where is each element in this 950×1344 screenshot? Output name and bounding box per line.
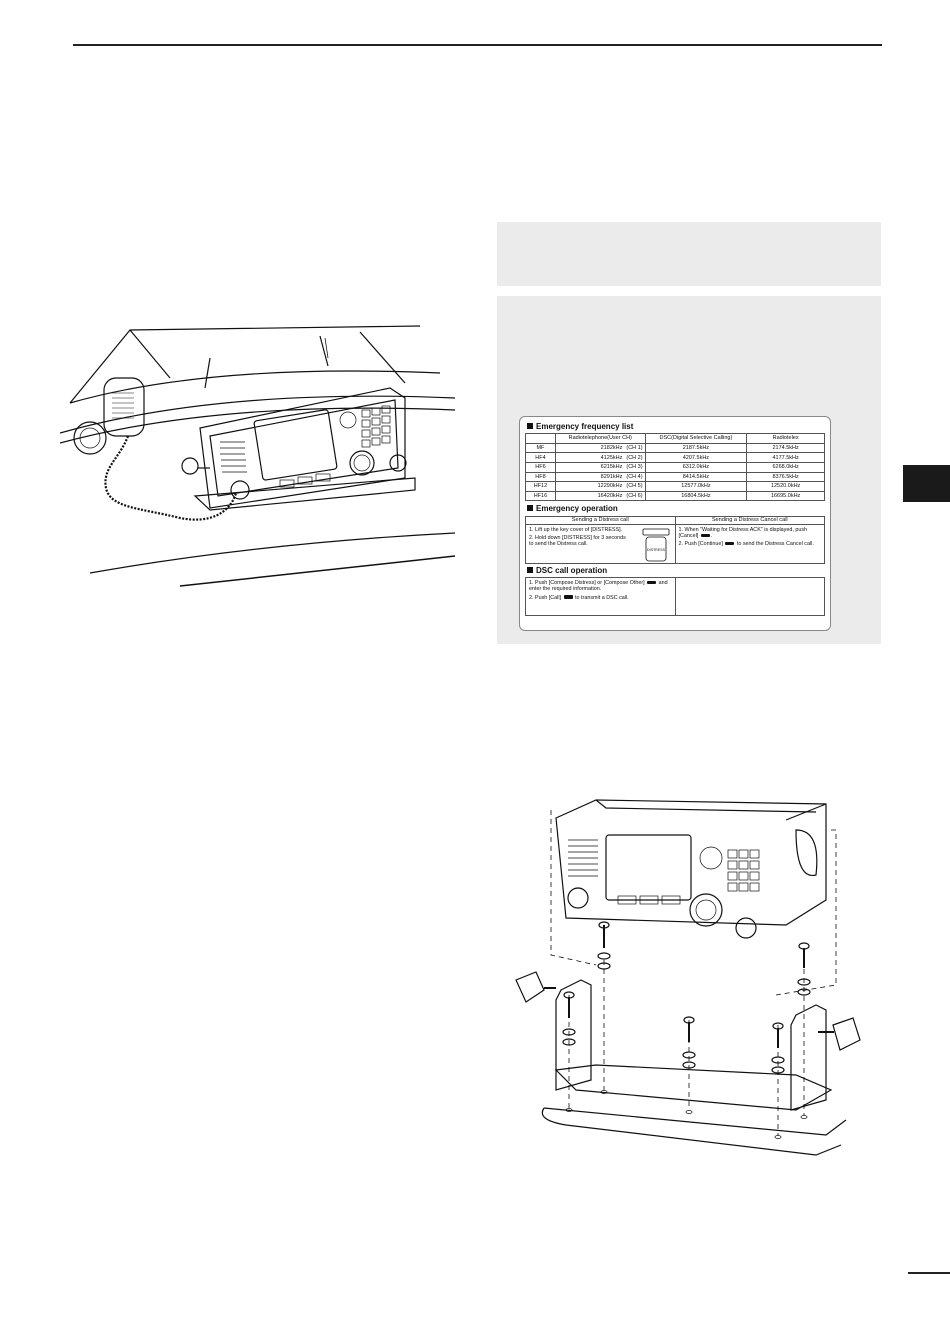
distress-key-icon: DISTRESS xyxy=(642,528,669,562)
radio-freq: 4125kHz xyxy=(600,454,623,461)
distress-call-column: Sending a Distress call 1. Lift up the k… xyxy=(526,517,675,563)
bullet-square-icon xyxy=(527,505,533,512)
column-header: DSC(Digital Selective Calling) xyxy=(644,433,748,444)
section-tab xyxy=(903,465,950,502)
telex-cell: 16695.0kHz xyxy=(746,490,825,502)
radio-freq: 16420kHz xyxy=(597,492,623,499)
frequency-table: Radiotelephone(User CH) DSC(Digital Sele… xyxy=(525,433,825,502)
header-rule xyxy=(73,44,882,46)
distress-call-heading: Sending a Distress call xyxy=(526,517,675,525)
emergency-op-grid: Sending a Distress call 1. Lift up the k… xyxy=(525,515,825,564)
dsc-op-title: DSC call operation xyxy=(527,566,825,575)
dsc-cell: 12577.0kHz xyxy=(644,481,748,492)
radiotelephone-cell: 2182kHz(CH 1) xyxy=(554,442,646,454)
radiotelephone-cell: 16420kHz(CH 6) xyxy=(554,490,646,502)
dsc-cell: 2187.5kHz xyxy=(644,442,748,454)
bullet-square-icon xyxy=(527,566,533,573)
radio-freq: 6215kHz xyxy=(600,464,623,471)
radio-freq: 12290kHz xyxy=(597,483,623,490)
emergency-op-title: Emergency operation xyxy=(527,504,825,513)
telex-cell: 6268.0kHz xyxy=(746,461,825,473)
cancel-step-1: 1. When "Waiting for Distress ACK" is di… xyxy=(678,526,808,540)
cancel-call-heading: Sending a Distress Cancel call xyxy=(675,517,824,525)
dsc-cell: 16804.5kHz xyxy=(644,490,748,502)
band-cell: HF8 xyxy=(525,471,556,483)
channel-label: (CH 6) xyxy=(626,492,643,499)
band-cell: MF xyxy=(525,442,556,454)
distress-key-label: DISTRESS xyxy=(647,548,666,552)
channel-label: (CH 4) xyxy=(626,473,643,480)
radiotelephone-cell: 8291kHz(CH 4) xyxy=(554,471,646,483)
soft-key-icon xyxy=(700,533,710,538)
note-box xyxy=(497,222,881,286)
channel-label: (CH 1) xyxy=(626,444,643,451)
telex-cell: 4177.5kHz xyxy=(746,452,825,463)
radiotelephone-cell: 6215kHz(CH 3) xyxy=(554,461,646,473)
emergency-label-card: Emergency frequency list Radiotelephone(… xyxy=(519,416,831,631)
column-header: Radiotelephone(User CH) xyxy=(554,433,646,444)
column-header: Radiotelex xyxy=(746,433,825,444)
soft-key-icon xyxy=(725,541,735,546)
channel-label: (CH 3) xyxy=(626,464,643,471)
dsc-step-1: 1. Push [Compose Distress] or [Compose O… xyxy=(529,580,668,593)
telex-cell: 12520.0kHz xyxy=(746,481,825,492)
channel-label: (CH 2) xyxy=(626,454,643,461)
channel-label: (CH 5) xyxy=(626,483,643,490)
band-cell: HF4 xyxy=(525,452,556,463)
dsc-cell: 8414.5kHz xyxy=(644,471,748,483)
band-cell: HF12 xyxy=(525,481,556,492)
distress-step-1: 1. Lift up the key cover of [DISTRESS]. xyxy=(529,526,623,533)
dsc-op-grid: 1. Push [Compose Distress] or [Compose O… xyxy=(525,577,825,617)
dsc-cell: 4207.5kHz xyxy=(644,452,748,463)
dsc-steps-column: 1. Push [Compose Distress] or [Compose O… xyxy=(526,578,675,615)
cancel-step-2: 2. Push [Continue] to send the Distress … xyxy=(678,541,814,548)
band-cell: HF6 xyxy=(525,461,556,473)
dsc-empty-column xyxy=(674,578,825,616)
dsc-step-2: 2. Push [Call] to transmit a DSC call. xyxy=(529,594,629,601)
soft-key-icon xyxy=(647,580,657,585)
radio-freq: 8291kHz xyxy=(600,473,623,480)
radiotelephone-cell: 4125kHz(CH 2) xyxy=(554,452,646,463)
band-cell: HF16 xyxy=(525,490,556,502)
table-header-row: Radiotelephone(User CH) DSC(Digital Sele… xyxy=(525,433,825,444)
telex-cell: 8376.5kHz xyxy=(746,471,825,483)
dsc-cell: 6312.0kHz xyxy=(644,461,748,473)
distress-step-2: 2. Hold down [DISTRESS] for 3 seconds to… xyxy=(529,535,626,548)
soft-key-icon xyxy=(563,595,573,599)
bracket-mount-illustration xyxy=(515,799,861,1156)
boat-installation-illustration xyxy=(60,325,456,587)
cancel-call-column: Sending a Distress Cancel call 1. When "… xyxy=(674,516,824,563)
bullet-square-icon xyxy=(527,423,533,429)
telex-cell: 2174.5kHz xyxy=(746,442,825,454)
freq-list-title: Emergency frequency list xyxy=(527,422,825,431)
column-header xyxy=(525,433,556,444)
page-number-rule xyxy=(908,1272,950,1274)
radio-freq: 2182kHz xyxy=(600,444,623,451)
radiotelephone-cell: 12290kHz(CH 5) xyxy=(554,481,646,492)
